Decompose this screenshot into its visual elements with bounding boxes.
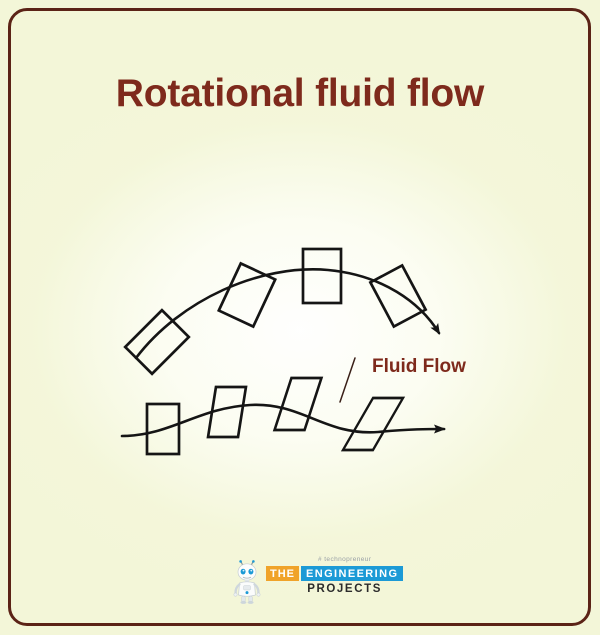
upper-fluid-element-1 <box>123 308 191 376</box>
fluid-flow-leader-line <box>339 357 356 403</box>
robot-mascot-icon <box>233 560 261 604</box>
logo-word-the: THE <box>266 566 299 581</box>
upper-fluid-element-4 <box>368 263 428 329</box>
upper-flow-group <box>123 247 441 376</box>
upper-fluid-element-2 <box>216 261 278 329</box>
logo-word-projects: PROJECTS <box>307 583 382 595</box>
brand-logo[interactable]: # technopreneur THE ENGINEERING PROJECTS <box>232 556 404 606</box>
lower-streamline <box>120 403 446 438</box>
upper-streamline <box>134 268 441 360</box>
lower-fluid-element-4 <box>340 396 406 452</box>
rotational-flow-diagram <box>120 247 446 456</box>
lower-fluid-element-1 <box>145 402 181 456</box>
lower-fluid-element-3 <box>272 376 324 432</box>
logo-tagline: # technopreneur <box>318 556 372 563</box>
logo-word-engineering: ENGINEERING <box>301 566 404 581</box>
fluid-flow-label: Fluid Flow <box>372 356 466 377</box>
page-title: Rotational fluid flow <box>115 72 485 115</box>
lower-fluid-element-2 <box>206 385 248 439</box>
logo-wordmark: THE ENGINEERING <box>266 566 404 581</box>
upper-fluid-element-3 <box>301 247 343 305</box>
lower-flow-group <box>120 376 446 456</box>
